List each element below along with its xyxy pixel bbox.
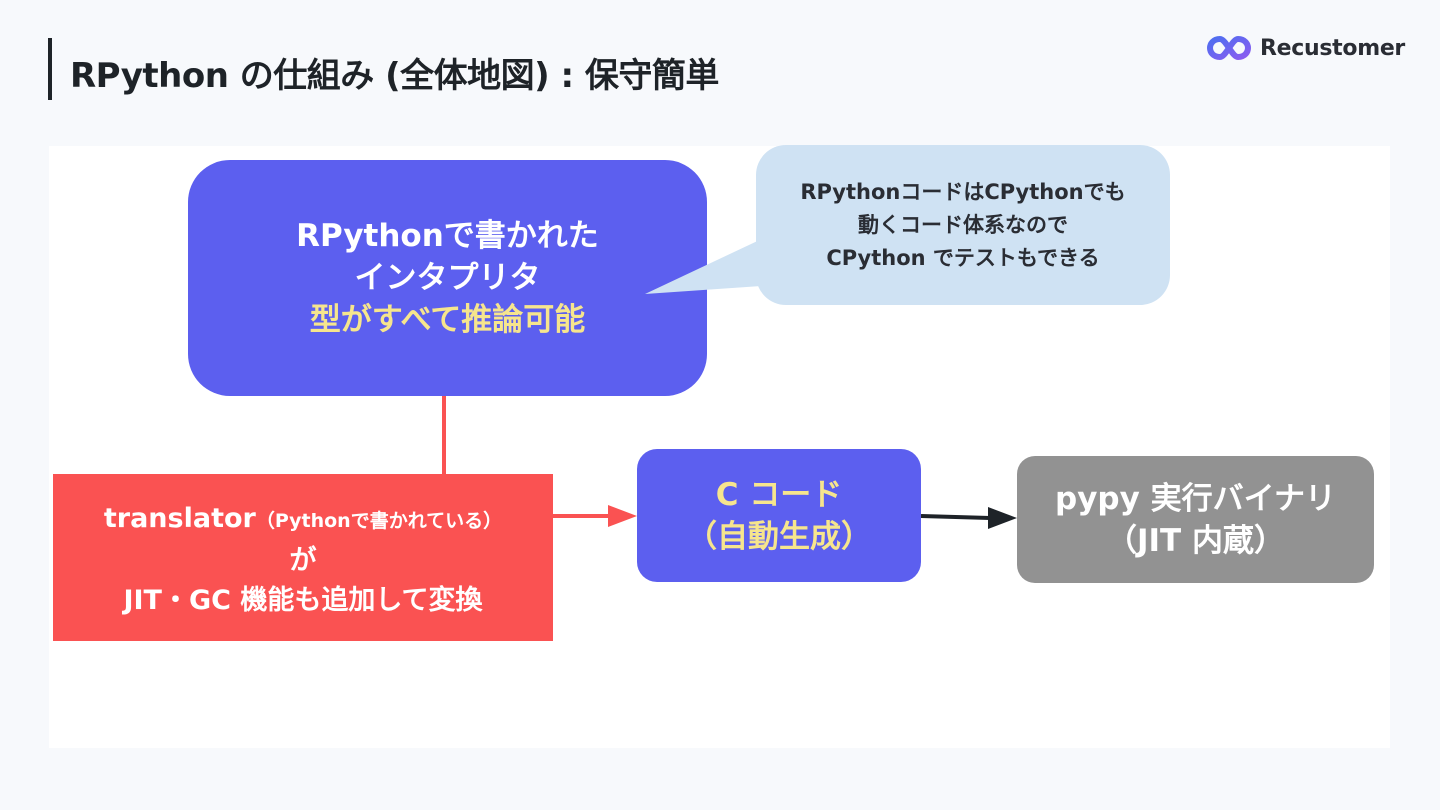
translator-node: translator（Pythonで書かれている） が JIT・GC 機能も追加… (53, 474, 553, 641)
translator-note: （Pythonで書かれている） (255, 509, 503, 532)
interpreter-line1: RPythonで書かれた (296, 218, 599, 254)
title-accent-bar (48, 38, 52, 100)
binary-node: pypy 実行バイナリ （JIT 内蔵） (1017, 456, 1374, 583)
ccode-node: C コード （自動生成） (637, 449, 921, 582)
translator-line3: JIT・GC 機能も追加して変換 (123, 584, 483, 616)
brand-name: Recustomer (1260, 35, 1405, 61)
callout-line3: CPython でテストもできる (826, 245, 1100, 270)
ccode-line2: （自動生成） (686, 518, 872, 555)
interpreter-line3: 型がすべて推論可能 (309, 302, 586, 338)
binary-line2: （JIT 内蔵） (1105, 522, 1285, 559)
brand: Recustomer (1206, 31, 1405, 65)
page-title: RPython の仕組み (全体地図) : 保守簡単 (70, 56, 719, 96)
connector-ccode-to-binary (920, 514, 991, 520)
ccode-line1: C コード (715, 476, 843, 513)
callout-bubble: RPythonコードはCPythonでも 動くコード体系なので CPython … (756, 145, 1170, 305)
translator-main: translator (103, 502, 256, 534)
translator-line2: が (289, 544, 317, 576)
binary-line1: pypy 実行バイナリ (1055, 480, 1336, 517)
translator-line1: translator（Pythonで書かれている） (104, 499, 502, 541)
callout-line1: RPythonコードはCPythonでも (800, 179, 1126, 204)
interpreter-line2: インタプリタ (354, 260, 541, 296)
arrowhead-translator-to-ccode (608, 505, 637, 527)
interpreter-node: RPythonで書かれた インタプリタ 型がすべて推論可能 (188, 160, 707, 396)
arrowhead-ccode-to-binary (988, 507, 1017, 529)
callout-line2: 動くコード体系なので (858, 212, 1068, 237)
infinity-logo-icon (1206, 35, 1252, 61)
